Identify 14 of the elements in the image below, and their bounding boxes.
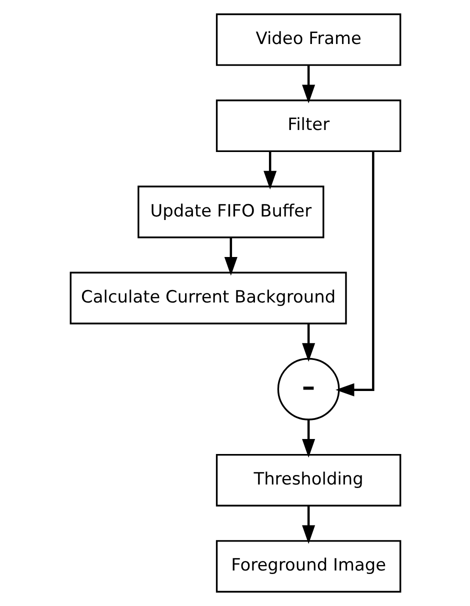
arrow — [302, 66, 315, 104]
arrow — [335, 152, 374, 396]
arrow — [224, 238, 237, 276]
arrow — [302, 324, 315, 362]
node-box: Video Frame — [215, 13, 401, 66]
node-box: Foreground Image — [215, 540, 401, 593]
arrow — [302, 420, 315, 458]
arrow — [263, 152, 276, 190]
node-box: Filter — [215, 100, 401, 152]
node-box: Update FIFO Buffer — [137, 186, 324, 238]
arrow — [302, 506, 315, 544]
node-box: Calculate Current Background — [69, 272, 346, 324]
node-circle: - — [276, 358, 340, 420]
node-box: Thresholding — [215, 454, 401, 506]
